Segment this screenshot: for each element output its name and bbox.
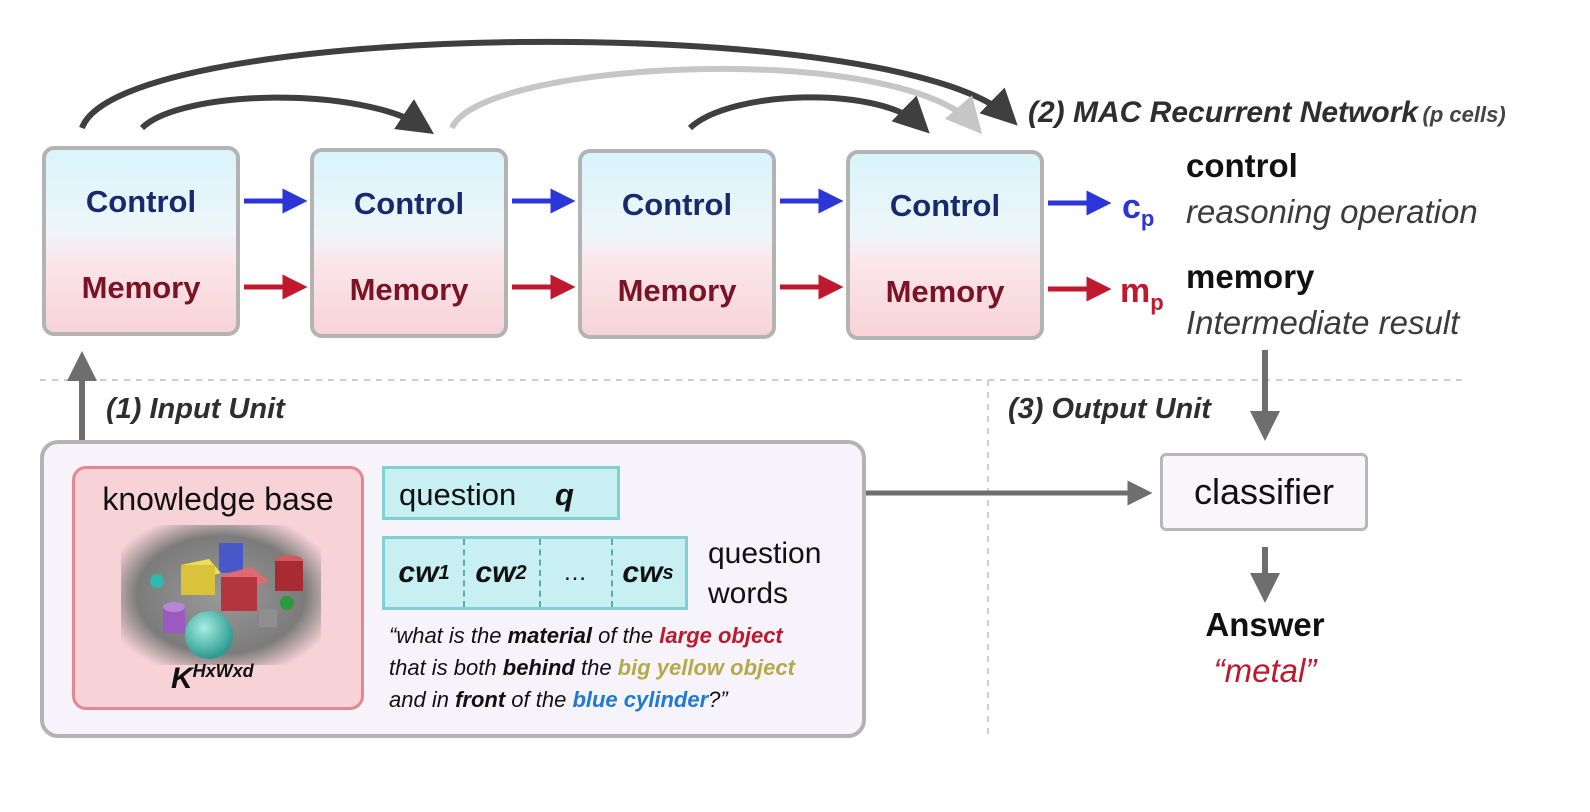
control-output-description: reasoning operation — [1186, 193, 1478, 230]
question-text-run: “what is the — [389, 623, 508, 648]
question-text-run: blue cylinder — [572, 687, 709, 712]
cw-divider — [463, 539, 465, 607]
question-text-run: and in — [389, 687, 456, 712]
question-text-line-1: “what is the material of the large objec… — [389, 620, 795, 652]
control-output-subscript: p — [1140, 205, 1155, 231]
cell-control-label: Control — [621, 187, 733, 222]
cw-text: cw — [475, 556, 516, 589]
question-word-cell: … — [539, 539, 611, 607]
cell-memory-label: Memory — [617, 273, 737, 308]
question-text-run: that is both — [389, 655, 503, 680]
cw-divider — [611, 539, 613, 607]
knowledge-base-box: knowledge base KHxWxd — [72, 466, 364, 710]
cw-subscript: s — [662, 561, 674, 584]
cell-control-label: Control — [85, 184, 197, 219]
cell-control-label: Control — [889, 188, 1001, 223]
arc-cell3-to-cell4 — [687, 94, 930, 134]
question-text-run: ?” — [708, 687, 728, 712]
memory-output-symbol: mp — [1120, 272, 1164, 316]
control-output-name: control — [1186, 147, 1298, 184]
question-words-label: question words — [708, 534, 821, 614]
question-label: question — [399, 477, 517, 512]
cw-subscript: 1 — [438, 561, 450, 584]
mac-cell-1: Control Memory — [42, 146, 240, 336]
mac-title-text: (2) MAC Recurrent Network — [1028, 96, 1419, 129]
cell-memory-label: Memory — [885, 274, 1005, 309]
question-text-run: behind — [502, 655, 575, 680]
cw-text: cw — [622, 556, 663, 589]
mac-cell-2: Control Memory — [310, 148, 508, 338]
input-unit-title: (1) Input Unit — [106, 393, 285, 425]
answer-label: Answer — [1205, 606, 1325, 643]
memory-output-name: memory — [1186, 258, 1315, 295]
output-unit-title: (3) Output Unit — [1008, 393, 1211, 425]
memory-output-subscript: p — [1150, 289, 1164, 315]
arc-cell1-to-cell2 — [139, 94, 435, 134]
question-text: “what is the material of the large objec… — [389, 620, 795, 716]
question-text-run: of the — [592, 623, 660, 648]
question-words-label-line1: question — [708, 537, 822, 570]
mac-network-title: (2) MAC Recurrent Network (p cells) — [1028, 96, 1506, 130]
question-text-run: the — [574, 655, 618, 680]
control-output-symbol: cp — [1122, 188, 1154, 232]
mac-cell-3: Control Memory — [578, 149, 776, 339]
question-text-line-3: and in front of the blue cylinder?” — [389, 684, 795, 716]
cw-text: … — [563, 559, 587, 586]
mac-title-subtitle: (p cells) — [1422, 102, 1506, 127]
arc-cell2-to-cell4 — [449, 66, 983, 135]
knowledge-base-symbol: KHxWxd — [171, 661, 254, 696]
answer-value: “metal” — [1213, 652, 1317, 689]
question-text-run: front — [455, 687, 506, 712]
cw-subscript: 2 — [515, 561, 527, 584]
classifier-box: classifier — [1160, 453, 1368, 531]
question-box: question q — [382, 466, 620, 520]
cell-memory-label: Memory — [349, 272, 469, 307]
kb-symbol-letter: K — [171, 662, 193, 695]
cw-divider — [539, 539, 541, 607]
question-text-line-2: that is both behind the big yellow objec… — [389, 652, 795, 684]
question-words-label-line2: words — [708, 577, 789, 610]
cw-text: cw — [398, 556, 439, 589]
arc-cell1-to-output — [79, 38, 1018, 130]
memory-output-letter: m — [1120, 272, 1151, 310]
scene-image — [121, 525, 321, 665]
question-text-run: of the — [505, 687, 573, 712]
control-output-letter: c — [1122, 188, 1141, 226]
memory-output-description: Intermediate result — [1186, 304, 1460, 341]
question-text-run: large object — [659, 623, 783, 648]
mac-cell-4: Control Memory — [846, 150, 1044, 340]
cell-control-label: Control — [353, 186, 465, 221]
question-text-run: big yellow object — [617, 655, 795, 680]
knowledge-base-label: knowledge base — [102, 481, 334, 517]
kb-symbol-superscript: HxWxd — [192, 661, 254, 681]
question-symbol: q — [555, 477, 574, 512]
cell-memory-label: Memory — [81, 270, 201, 305]
question-text-run: material — [507, 623, 592, 648]
